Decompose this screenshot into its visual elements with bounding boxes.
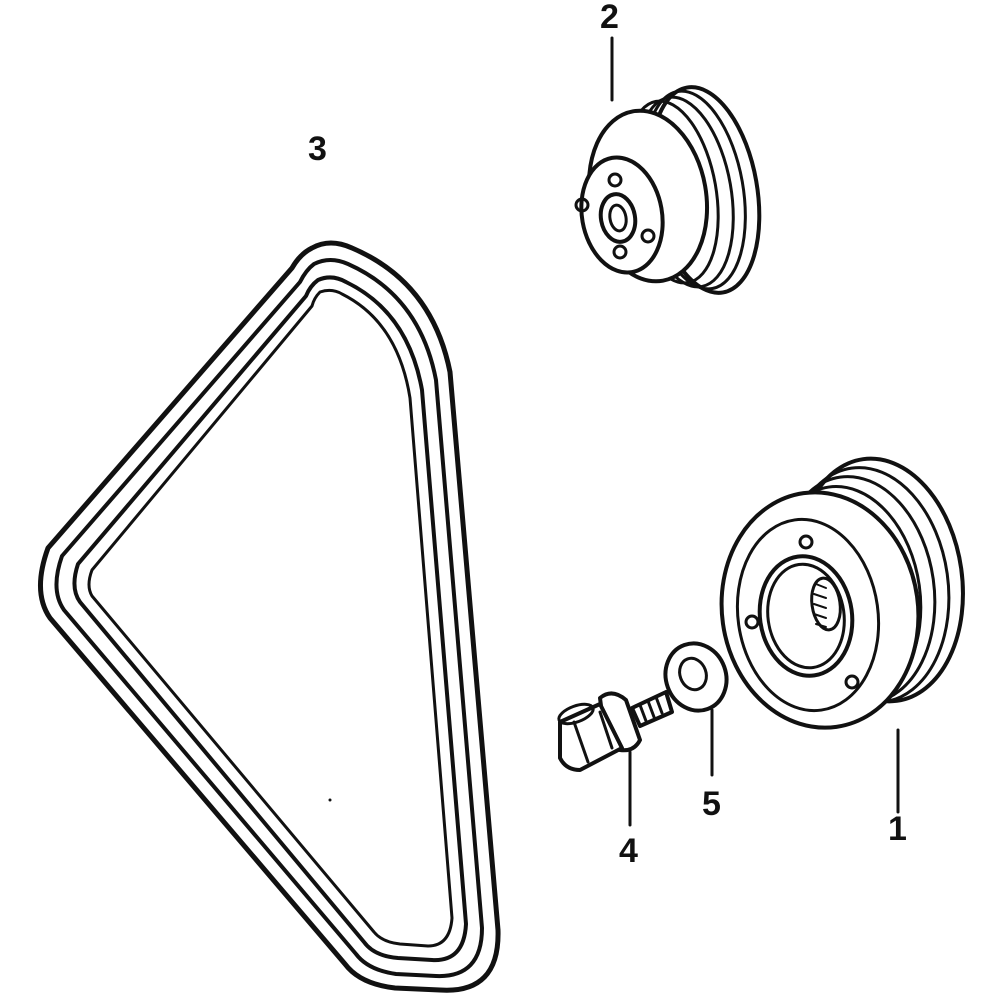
callout-2: 2	[600, 0, 619, 36]
callout-5: 5	[702, 785, 721, 823]
callout-1: 1	[888, 810, 907, 848]
bolt	[557, 690, 674, 827]
callout-3: 3	[308, 130, 327, 168]
crankshaft-pulley	[719, 456, 965, 814]
water-pump-pulley	[574, 36, 762, 295]
callout-4: 4	[619, 832, 638, 870]
washer	[663, 641, 729, 777]
drive-belt	[37, 240, 501, 993]
